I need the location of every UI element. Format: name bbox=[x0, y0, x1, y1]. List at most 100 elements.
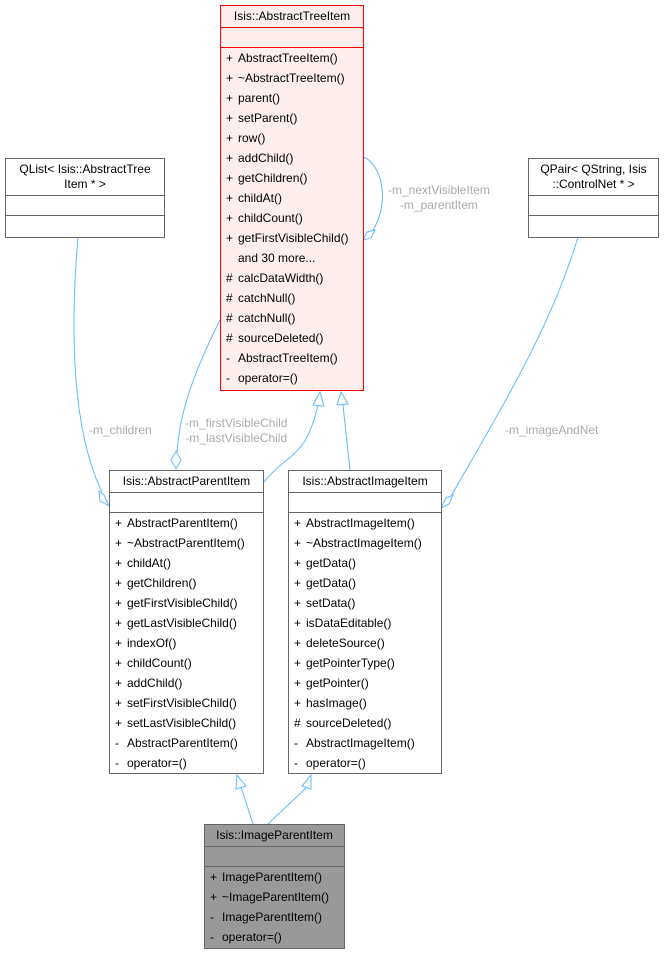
visibility-marker: - bbox=[115, 736, 119, 750]
member-name: and 30 more... bbox=[238, 251, 316, 265]
member-row[interactable]: +setData() bbox=[294, 593, 436, 613]
attributes-section bbox=[529, 196, 658, 216]
member-name: addChild() bbox=[127, 676, 183, 690]
member-row[interactable]: +childAt() bbox=[115, 553, 258, 573]
member-row[interactable]: +~AbstractImageItem() bbox=[294, 533, 436, 553]
member-row[interactable]: +deleteSource() bbox=[294, 633, 436, 653]
visibility-marker: + bbox=[115, 576, 123, 590]
member-row[interactable]: + indexOf() bbox=[115, 633, 258, 653]
edge-label-imageandnet: -m_imageAndNet bbox=[505, 423, 599, 437]
member-name: sourceDeleted() bbox=[306, 716, 392, 730]
member-row[interactable]: +getChildren() bbox=[226, 168, 358, 188]
member-row[interactable]: +isDataEditable() bbox=[294, 613, 436, 633]
member-name: childCount() bbox=[127, 656, 192, 670]
member-row[interactable]: +setLastVisibleChild() bbox=[115, 713, 258, 733]
member-row[interactable]: -ImageParentItem() bbox=[210, 907, 339, 927]
visibility-marker: + bbox=[115, 636, 123, 650]
member-row[interactable]: # catchNull() bbox=[226, 308, 358, 328]
visibility-marker: + bbox=[294, 536, 302, 550]
member-row[interactable]: #sourceDeleted() bbox=[294, 713, 436, 733]
visibility-marker: + bbox=[226, 91, 234, 105]
member-row[interactable]: +getData() bbox=[294, 573, 436, 593]
class-abstract-parent-item[interactable]: Isis::AbstractParentItem+AbstractParentI… bbox=[109, 470, 264, 774]
member-name: catchNull() bbox=[238, 291, 296, 305]
visibility-marker: + bbox=[226, 231, 234, 245]
member-row[interactable]: -AbstractTreeItem() bbox=[226, 348, 358, 368]
member-row[interactable]: + getChildren() bbox=[115, 573, 258, 593]
edge-qlist-children bbox=[73, 236, 103, 493]
visibility-marker: - bbox=[294, 756, 298, 770]
member-name: AbstractParentItem() bbox=[127, 736, 238, 750]
member-name: getFirstVisibleChild() bbox=[238, 231, 349, 245]
member-row[interactable]: -operator=() bbox=[294, 753, 436, 773]
member-name: setParent() bbox=[238, 111, 298, 125]
edge-label-self: -m_nextVisibleItem -m_parentItem bbox=[388, 183, 490, 212]
edge-image-inherit bbox=[342, 404, 351, 471]
member-name: ImageParentItem() bbox=[222, 870, 323, 884]
member-row[interactable]: +~AbstractParentItem() bbox=[115, 533, 258, 553]
member-row[interactable]: +getLastVisibleChild() bbox=[115, 613, 258, 633]
member-name: AbstractParentItem() bbox=[127, 516, 238, 530]
member-row[interactable]: -AbstractImageItem() bbox=[294, 733, 436, 753]
class-image-parent-item[interactable]: Isis::ImageParentItem+ImageParentItem()+… bbox=[204, 824, 345, 949]
member-row[interactable]: +childAt() bbox=[226, 188, 358, 208]
member-name: setData() bbox=[306, 596, 356, 610]
member-row[interactable]: #sourceDeleted() bbox=[226, 328, 358, 348]
visibility-marker: + bbox=[226, 191, 234, 205]
member-row[interactable]: +AbstractImageItem() bbox=[294, 513, 436, 533]
visibility-marker: + bbox=[294, 676, 302, 690]
aggregation-diamond bbox=[170, 449, 182, 471]
methods-section: +AbstractImageItem()+~AbstractImageItem(… bbox=[289, 513, 441, 773]
member-row[interactable]: -operator=() bbox=[210, 927, 339, 947]
member-name: getData() bbox=[306, 576, 357, 590]
member-name: operator=() bbox=[306, 756, 366, 770]
member-row[interactable]: -operator=() bbox=[115, 753, 258, 773]
class-abstract-image-item[interactable]: Isis::AbstractImageItem+AbstractImageIte… bbox=[288, 470, 442, 774]
member-row[interactable]: +hasImage() bbox=[294, 693, 436, 713]
member-row[interactable]: #catchNull() bbox=[226, 288, 358, 308]
member-row[interactable]: +getFirstVisibleChild() bbox=[115, 593, 258, 613]
member-row[interactable]: -operator=() bbox=[226, 368, 358, 388]
member-name: catchNull() bbox=[238, 311, 296, 325]
member-row[interactable]: +AbstractTreeItem() bbox=[226, 48, 358, 68]
inherit-arrow bbox=[235, 773, 247, 790]
member-row[interactable]: + getFirstVisibleChild() bbox=[226, 228, 358, 248]
member-row[interactable]: +parent() bbox=[226, 88, 358, 108]
member-row[interactable]: +ImageParentItem() bbox=[210, 867, 339, 887]
visibility-marker: + bbox=[226, 171, 234, 185]
member-name: calcDataWidth() bbox=[238, 271, 324, 285]
member-row[interactable]: +row() bbox=[226, 128, 358, 148]
member-row[interactable]: #calcDataWidth() bbox=[226, 268, 358, 288]
attributes-section bbox=[205, 847, 344, 867]
attributes-section bbox=[6, 196, 164, 216]
member-row[interactable]: +addChild() bbox=[226, 148, 358, 168]
class-title: Isis::AbstractParentItem bbox=[110, 471, 263, 493]
member-row[interactable]: -AbstractParentItem() bbox=[115, 733, 258, 753]
member-row[interactable]: and 30 more... bbox=[226, 248, 358, 268]
member-row[interactable]: +getPointer() bbox=[294, 673, 436, 693]
member-row[interactable]: +childCount() bbox=[226, 208, 358, 228]
class-abstract-tree-item[interactable]: Isis::AbstractTreeItem+AbstractTreeItem(… bbox=[220, 5, 364, 391]
member-row[interactable]: +addChild() bbox=[115, 673, 258, 693]
edge-imageparent-inherit-parent bbox=[240, 786, 254, 825]
class-qlist[interactable]: QList< Isis::AbstractTree Item * > bbox=[5, 158, 165, 238]
visibility-marker: # bbox=[226, 311, 233, 325]
member-name: sourceDeleted() bbox=[238, 331, 324, 345]
visibility-marker: + bbox=[115, 516, 123, 530]
member-row[interactable]: +childCount() bbox=[115, 653, 258, 673]
member-row[interactable]: +setFirstVisibleChild() bbox=[115, 693, 258, 713]
member-row[interactable]: + setParent() bbox=[226, 108, 358, 128]
member-name: row() bbox=[238, 131, 266, 145]
member-name: getChildren() bbox=[127, 576, 197, 590]
methods-section: +AbstractParentItem()+~AbstractParentIte… bbox=[110, 513, 263, 773]
member-row[interactable]: +~AbstractTreeItem() bbox=[226, 68, 358, 88]
member-row[interactable]: +getData() bbox=[294, 553, 436, 573]
member-name: getPointerType() bbox=[306, 656, 395, 670]
class-qpair[interactable]: QPair< QString, Isis ::ControlNet * > bbox=[528, 158, 659, 238]
member-name: indexOf() bbox=[127, 636, 177, 650]
member-name: ~AbstractParentItem() bbox=[127, 536, 245, 550]
member-row[interactable]: + AbstractParentItem() bbox=[115, 513, 258, 533]
member-row[interactable]: +getPointerType() bbox=[294, 653, 436, 673]
member-row[interactable]: +~ImageParentItem() bbox=[210, 887, 339, 907]
visibility-marker: + bbox=[226, 111, 234, 125]
